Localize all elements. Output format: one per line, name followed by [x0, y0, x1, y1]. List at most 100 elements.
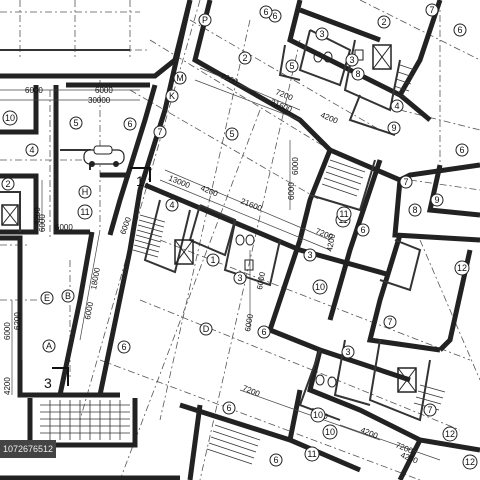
svg-text:6: 6	[360, 225, 365, 235]
svg-text:7: 7	[403, 177, 408, 187]
stairs-center-left	[132, 214, 166, 258]
marker-b7: 5	[225, 127, 239, 141]
marker-b28: 9	[430, 193, 444, 207]
marker-b35: 3	[315, 27, 329, 41]
svg-text:2: 2	[5, 179, 10, 189]
svg-text:3: 3	[319, 29, 324, 39]
marker-b46: 12	[442, 426, 458, 442]
marker-b30: 6	[259, 5, 273, 19]
dim-6200: 6200	[13, 312, 22, 330]
svg-text:11: 11	[307, 449, 316, 459]
svg-text:A: A	[46, 341, 52, 351]
interior-partitions	[0, 29, 431, 422]
svg-text:12: 12	[445, 429, 455, 439]
marker-b15: B	[61, 289, 75, 303]
svg-text:8: 8	[355, 69, 360, 79]
svg-text:3: 3	[44, 375, 52, 391]
svg-text:D: D	[203, 324, 210, 334]
elevator-center	[174, 239, 194, 265]
marker-b31: 6	[453, 23, 467, 37]
svg-text:6: 6	[261, 327, 266, 337]
marker-b26: 7	[383, 315, 397, 329]
svg-text:3: 3	[349, 55, 354, 65]
svg-text:4: 4	[29, 145, 34, 155]
svg-text:6: 6	[127, 119, 132, 129]
svg-text:1: 1	[210, 255, 215, 265]
marker-b37: 12	[462, 454, 478, 470]
svg-text:6: 6	[272, 11, 277, 21]
dim-6000-e: 6000	[3, 322, 12, 340]
dimension-lines	[0, 67, 441, 461]
svg-text:11: 11	[339, 209, 348, 219]
svg-text:2: 2	[242, 53, 247, 63]
dim-4200-g: 4200	[33, 207, 42, 225]
svg-text:P: P	[202, 15, 208, 25]
svg-text:E: E	[44, 293, 50, 303]
room-and-axis-markers: P62MK756104H112EBA6534131011678912665108…	[1, 3, 478, 470]
dim-21600-b: 21600	[239, 197, 264, 214]
marker-b9: 10	[2, 110, 18, 126]
dim-4200-b: 4200	[199, 184, 219, 199]
svg-text:3: 3	[345, 347, 350, 357]
marker-b51: 3	[303, 248, 317, 262]
svg-text:K: K	[169, 91, 175, 101]
stairs	[40, 64, 446, 465]
escalator	[40, 400, 130, 440]
svg-text:5: 5	[73, 118, 78, 128]
marker-b25: 6	[257, 325, 271, 339]
dim-6000-b: 6000	[95, 86, 113, 95]
marker-b8: 6	[123, 117, 137, 131]
marker-b4: M	[173, 71, 187, 85]
dim-4200-c: 4200	[3, 377, 12, 395]
svg-text:4: 4	[169, 200, 174, 210]
marker-b42: 7	[399, 175, 413, 189]
dim-6000-a: 6000	[25, 86, 43, 95]
svg-text:10: 10	[315, 282, 325, 292]
svg-text:10: 10	[313, 410, 323, 420]
svg-text:10: 10	[5, 113, 15, 123]
marker-b47: 7	[423, 403, 437, 417]
stairs-center-right	[321, 159, 366, 197]
marker-b48: 6	[269, 453, 283, 467]
marker-b33: 10	[322, 424, 338, 440]
marker-b38: 2	[377, 15, 391, 29]
svg-text:H: H	[82, 187, 89, 197]
marker-b5: K	[165, 89, 179, 103]
marker-b36: 7	[425, 3, 439, 17]
marker-b27: 8	[408, 203, 422, 217]
svg-text:5: 5	[289, 61, 294, 71]
dim-6000-i: 6000	[243, 313, 255, 333]
svg-text:7: 7	[427, 405, 432, 415]
marker-b14: E	[40, 291, 54, 305]
dim-7200-d: 7200	[241, 384, 261, 399]
marker-b10: 4	[25, 143, 39, 157]
marker-b1: P	[198, 13, 212, 27]
marker-b23: 10	[312, 279, 328, 295]
marker-b43: 9	[387, 121, 401, 135]
svg-text:6: 6	[457, 25, 462, 35]
marker-b50: 11	[336, 206, 352, 222]
marker-b3: 2	[238, 51, 252, 65]
dim-6000-f: 6000	[38, 214, 47, 232]
svg-text:7: 7	[429, 5, 434, 15]
marker-b13: 2	[1, 177, 15, 191]
svg-text:6: 6	[121, 342, 126, 352]
marker-b34: 8	[351, 67, 365, 81]
marker-b52: D	[199, 322, 213, 336]
dim-4200-a: 4200	[319, 111, 339, 126]
svg-text:3: 3	[307, 250, 312, 260]
dim-18000: 18000	[89, 266, 102, 290]
svg-text:12: 12	[465, 457, 475, 467]
svg-text:3: 3	[237, 273, 242, 283]
svg-text:M: M	[176, 73, 184, 83]
marker-b21: 1	[206, 253, 220, 267]
marker-b18: 5	[69, 116, 83, 130]
image-id-label: 1072676512	[0, 440, 56, 458]
marker-b11: H	[78, 185, 92, 199]
dim-4200-f: 4200	[325, 233, 337, 253]
dim-4200-d: 4200	[359, 426, 379, 441]
svg-text:8: 8	[412, 205, 417, 215]
marker-b6: 7	[153, 125, 167, 139]
